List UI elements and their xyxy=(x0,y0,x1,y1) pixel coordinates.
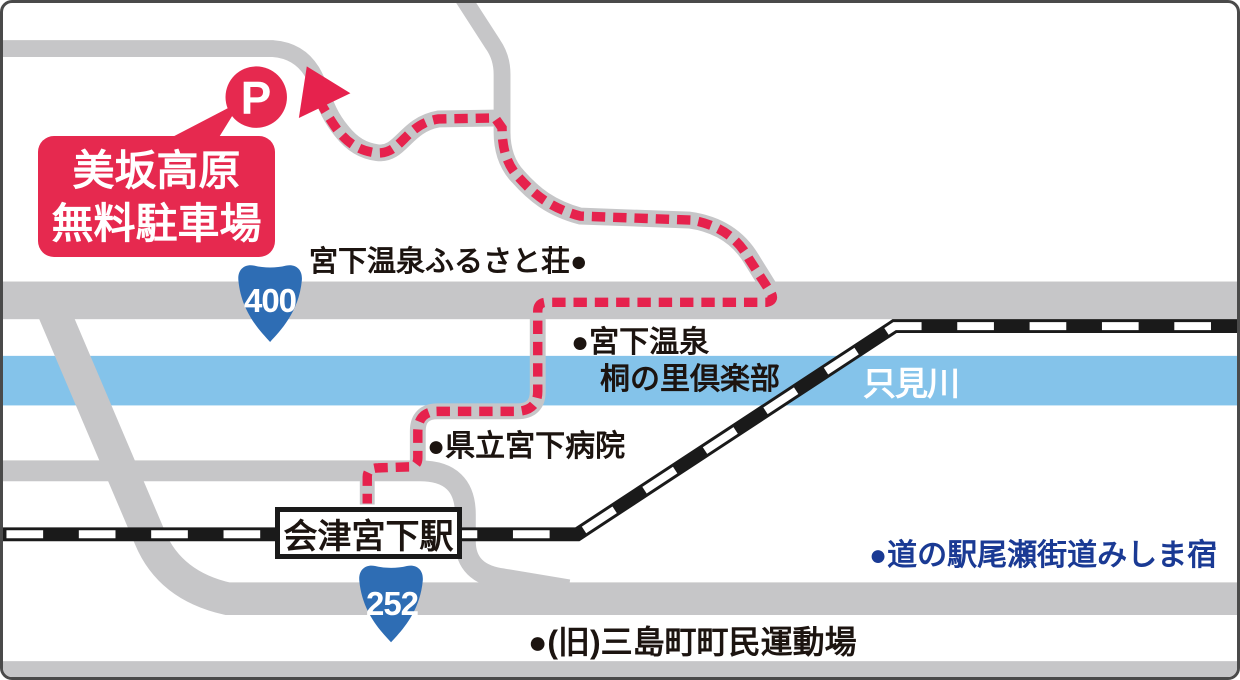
station-box: 会津宮下駅 xyxy=(275,507,462,559)
route-400-number: 400 xyxy=(243,282,297,319)
label-roadside-station: ●道の駅尾瀬街道みしま宿 xyxy=(869,539,1218,572)
route-400-shield xyxy=(238,265,302,342)
route-252-number: 252 xyxy=(365,585,419,622)
road-diagonal-bottom-band xyxy=(38,305,1237,616)
label-onsen-club-line1: ●宮下温泉 xyxy=(571,326,710,359)
road-descent-to-hospital xyxy=(409,314,546,465)
parking-callout: 美坂高原 無料駐車場 xyxy=(38,136,275,257)
route-arrow-icon xyxy=(298,66,351,118)
callout-pointer xyxy=(169,101,242,143)
label-furusato-lodge: 宮下温泉ふるさと荘● xyxy=(309,246,588,278)
label-river: 只見川 xyxy=(863,365,960,402)
parking-callout-line2: 無料駐車場 xyxy=(51,199,262,247)
parking-callout-line1: 美坂高原 xyxy=(72,146,241,194)
station-label: 会津宮下駅 xyxy=(283,517,454,556)
parking-icon xyxy=(225,66,287,128)
route-252-shield xyxy=(359,565,423,643)
road-bottom-strip xyxy=(3,661,1237,677)
parking-symbol: P xyxy=(240,72,272,124)
label-sports-ground: ●(旧)三島町町民運動場 xyxy=(528,624,857,660)
tadami-river-band xyxy=(3,355,1237,406)
label-hospital: ●県立宮下病院 xyxy=(427,430,626,463)
label-onsen-club-line2: 桐の里倶楽部 xyxy=(600,363,780,396)
road-to-parking xyxy=(456,3,782,301)
route-path-dashed xyxy=(314,97,778,504)
